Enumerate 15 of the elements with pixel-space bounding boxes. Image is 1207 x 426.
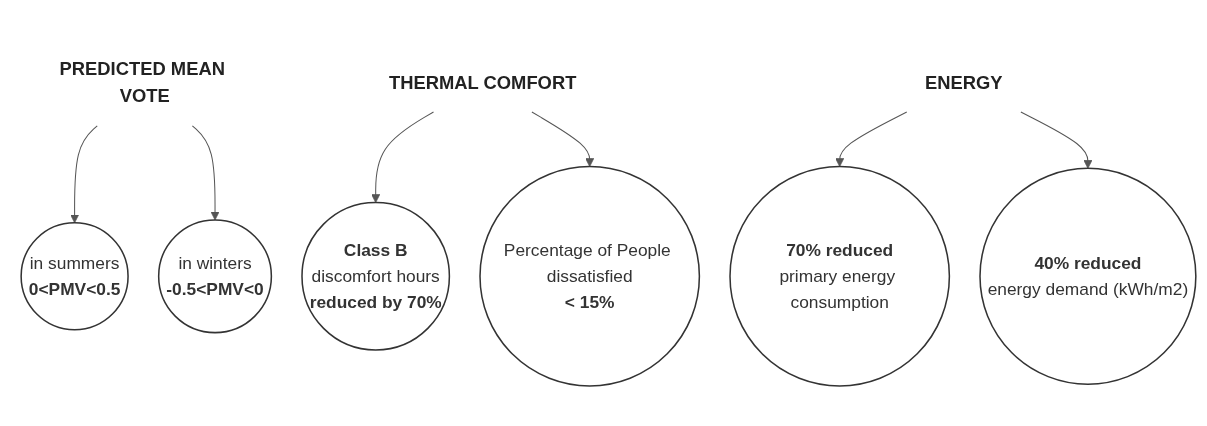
- node-circle: Class B discomfort hours reduced by 70%: [300, 201, 450, 351]
- arrow: [1019, 111, 1092, 169]
- node-text: PREDICTED MEAN VOTE: [59, 58, 225, 107]
- arrow: [530, 111, 594, 167]
- node-circle: Percentage of People dissatisfied < 15%: [478, 165, 700, 387]
- node-text: ENERGY: [924, 72, 1003, 93]
- node-circle: 70% reduced primary energy consumption: [728, 165, 950, 387]
- arrow: [370, 111, 434, 203]
- arrow: [191, 125, 219, 221]
- arrow: [69, 125, 98, 224]
- node-circle: in summers 0<PMV<0.5: [19, 222, 129, 331]
- node-circle: 40% reduced energy demand (kWh/m2): [978, 167, 1197, 385]
- arrow: [834, 111, 907, 167]
- node-circle: in winters -0.5<PMV<0: [157, 219, 272, 334]
- node-text: THERMAL COMFORT: [388, 72, 576, 93]
